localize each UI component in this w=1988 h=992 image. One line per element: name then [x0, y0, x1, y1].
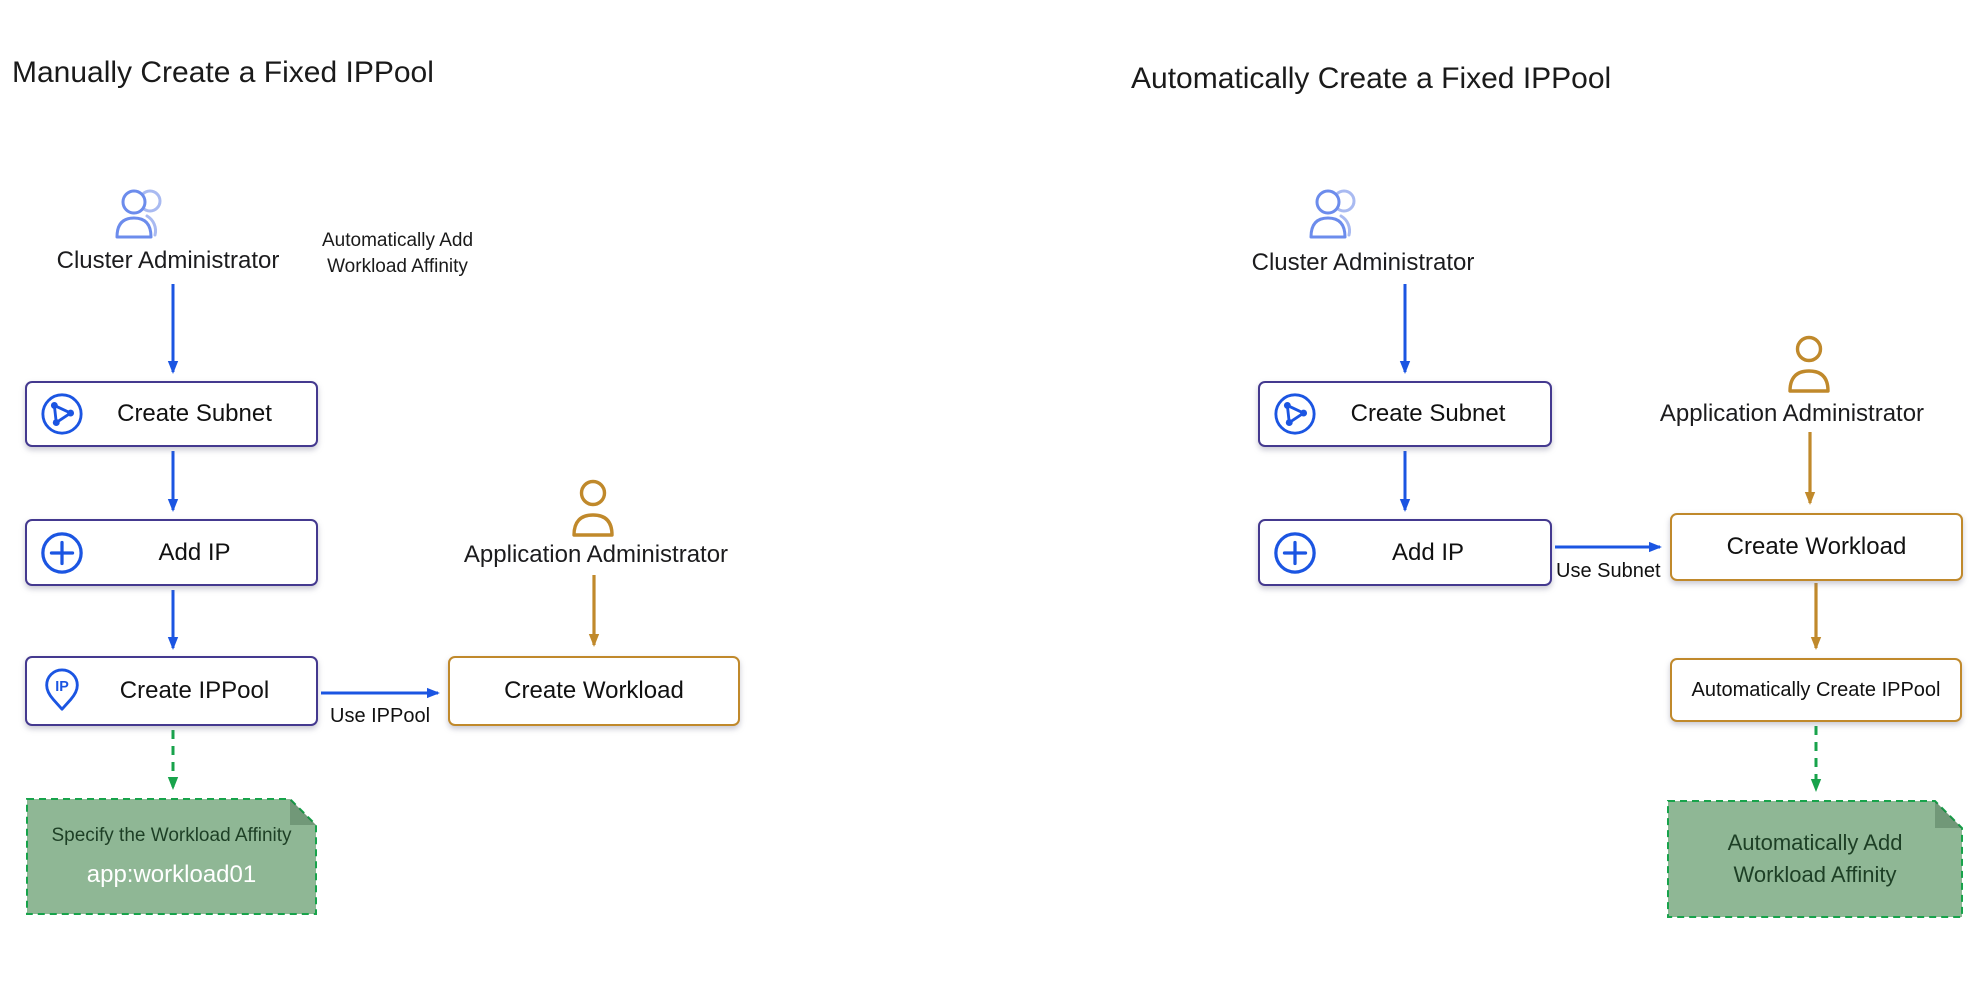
left-cluster-admin-label: Cluster Administrator	[56, 247, 280, 274]
subnet-icon	[39, 391, 85, 437]
right-use-subnet-label: Use Subnet	[1556, 560, 1661, 582]
right-workload-affinity-note: Automatically Add Workload Affinity	[1667, 800, 1963, 918]
left-app-admin-label: Application Administrator	[463, 541, 729, 568]
note-line2: Workload Affinity	[1733, 862, 1897, 887]
step-label: Add IP	[158, 538, 231, 566]
step-label: Create IPPool	[119, 677, 270, 704]
user-icon	[572, 479, 614, 537]
step-label: Create Workload	[1726, 533, 1907, 560]
left-workload-affinity-note: Specify the Workload Affinity app:worklo…	[26, 798, 317, 915]
right-step-add-ip: Add IP	[1258, 519, 1552, 586]
left-create-workload-box: Create Workload	[448, 656, 740, 726]
note-line1: Automatically Add	[1727, 830, 1903, 855]
step-label: Create Workload	[504, 677, 684, 704]
note-fold-corner	[1935, 801, 1962, 828]
note-fold-corner	[290, 799, 316, 825]
floating-note-line2: Workload Affinity	[327, 256, 468, 277]
left-diagram-title: Manually Create a Fixed IPPool	[12, 56, 434, 89]
ip-pin-text: IP	[55, 679, 69, 695]
user-icon	[1788, 335, 1830, 393]
left-use-ippool-label: Use IPPool	[330, 705, 431, 727]
right-cluster-admin-label: Cluster Administrator	[1251, 249, 1475, 276]
left-floating-note: Automatically Add Workload Affinity	[300, 228, 495, 280]
note-line1: Specify the Workload Affinity	[51, 824, 292, 846]
users-icon	[1309, 189, 1356, 239]
step-label: Create Subnet	[1350, 400, 1506, 427]
right-step-create-subnet: Create Subnet	[1258, 381, 1552, 447]
users-icon	[115, 189, 162, 239]
step-label: Create Subnet	[117, 400, 272, 427]
step-label: Automatically Create IPPool	[1691, 678, 1941, 701]
plus-circle-icon	[39, 530, 85, 576]
subnet-icon	[1272, 391, 1318, 437]
left-step-add-ip: Add IP	[25, 519, 318, 586]
left-step-create-subnet: Create Subnet	[25, 381, 318, 447]
floating-note-line1: Automatically Add	[321, 230, 474, 251]
right-auto-create-ippool-box: Automatically Create IPPool	[1670, 658, 1962, 722]
note-line2: app:workload01	[86, 860, 257, 888]
plus-circle-icon	[1272, 530, 1318, 576]
left-step-create-ippool: IP Create IPPool	[25, 656, 318, 726]
right-create-workload-box: Create Workload	[1670, 513, 1963, 581]
ip-pin-icon: IP	[39, 668, 85, 714]
right-app-admin-label: Application Administrator	[1659, 400, 1925, 427]
step-label: Add IP	[1391, 538, 1465, 566]
right-diagram-title: Automatically Create a Fixed IPPool	[1131, 62, 1612, 95]
